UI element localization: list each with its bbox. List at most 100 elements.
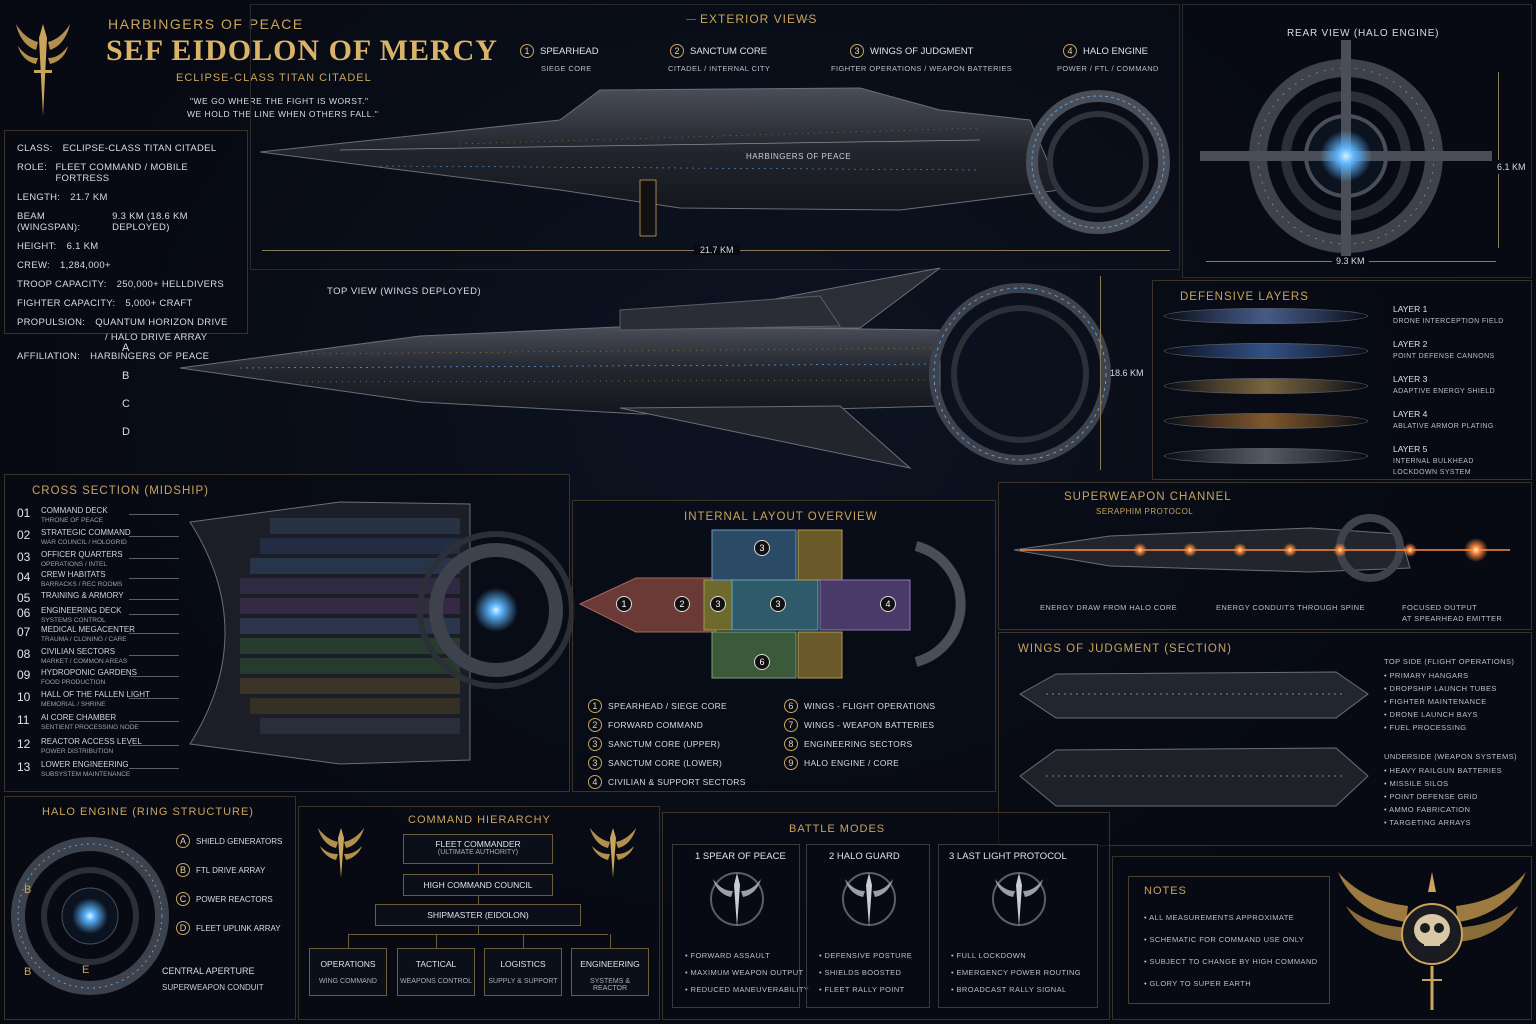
hull-inscription: HARBINGERS OF PEACE bbox=[746, 152, 852, 161]
halo-item-letter: C bbox=[176, 892, 190, 906]
defense-layer-desc: DRONE INTERCEPTION FIELD bbox=[1393, 318, 1504, 325]
spec-row: CREW:1,284,000+ bbox=[17, 260, 235, 271]
superweapon-caption-3a: FOCUSED OUTPUT bbox=[1402, 603, 1478, 612]
cross-item-title: HYDROPONIC GARDENS bbox=[41, 668, 138, 677]
spec-key: AFFILIATION: bbox=[17, 351, 81, 362]
section-number-badge: 2 bbox=[670, 44, 684, 58]
exterior-rule bbox=[686, 19, 696, 20]
cross-section-diagram bbox=[189, 501, 575, 765]
spec-value: 21.7 KM bbox=[70, 192, 108, 203]
spec-row: LENGTH: 21.7 KM bbox=[17, 192, 235, 203]
legend-label: CIVILIAN & SUPPORT SECTORS bbox=[608, 777, 746, 787]
cross-item-sub: MEMORIAL / SHRINE bbox=[41, 701, 106, 708]
section-desc: SIEGE CORE bbox=[541, 64, 592, 73]
wings-under-item: • POINT DEFENSE GRID bbox=[1384, 792, 1478, 801]
department-sub: WEAPONS CONTROL bbox=[400, 978, 472, 985]
wings-under-item: • HEAVY RAILGUN BATTERIES bbox=[1384, 766, 1503, 775]
spec-value: QUANTUM HORIZON DRIVE bbox=[95, 317, 228, 328]
legend-label: SANCTUM CORE (LOWER) bbox=[608, 758, 723, 768]
cross-leader-line bbox=[129, 745, 179, 746]
department-title: OPERATIONS bbox=[320, 959, 376, 969]
fleet-commander-box: FLEET COMMANDER (ULTIMATE AUTHORITY) bbox=[403, 834, 553, 864]
cross-item-number: 13 bbox=[17, 760, 31, 774]
cross-item-sub: WAR COUNCIL / HOLOGRID bbox=[41, 539, 127, 546]
cross-item-title: ENGINEERING DECK bbox=[41, 606, 122, 615]
cross-item-sub: BARRACKS / REC ROOMS bbox=[41, 581, 123, 588]
cross-item-number: 03 bbox=[17, 550, 31, 564]
ship-side-view bbox=[259, 87, 1170, 237]
battle-mode-item: • FLEET RALLY POINT bbox=[819, 985, 905, 994]
spec-key: LENGTH: bbox=[17, 192, 61, 203]
cross-item-number: 12 bbox=[17, 737, 31, 751]
rear-width-dimension: 9.3 KM bbox=[1332, 256, 1369, 266]
internal-layout-title: INTERNAL LAYOUT OVERVIEW bbox=[684, 511, 878, 523]
halo-item-label: POWER REACTORS bbox=[196, 895, 273, 904]
exterior-views-panel bbox=[250, 4, 1180, 270]
wings-title: WINGS OF JUDGMENT (SECTION) bbox=[1018, 643, 1232, 655]
cross-leader-line bbox=[129, 676, 179, 677]
wings-top-item: • DRONE LAUNCH BAYS bbox=[1384, 710, 1478, 719]
department-title: LOGISTICS bbox=[500, 959, 546, 969]
cross-item-title: COMMAND DECK bbox=[41, 506, 108, 515]
length-dimension: 21.7 KM bbox=[694, 245, 740, 255]
halo-ring-diagram bbox=[11, 837, 169, 995]
superweapon-caption-3b: AT SPEARHEAD EMITTER bbox=[1402, 614, 1503, 623]
section-name: WINGS OF JUDGMENT bbox=[870, 46, 974, 57]
dept-connector bbox=[348, 934, 349, 948]
department-sub: WING COMMAND bbox=[319, 978, 377, 985]
cross-item-sub: OPERATIONS / INTEL bbox=[41, 561, 107, 568]
spec-value: ECLIPSE-CLASS TITAN CITADEL bbox=[62, 143, 217, 154]
battle-mode-emblem-icon bbox=[710, 872, 764, 927]
cross-item-sub: SENTIENT PROCESSING NODE bbox=[41, 724, 139, 731]
legend-number: 1 bbox=[588, 699, 602, 713]
rear-height-dimension: 6.1 KM bbox=[1497, 160, 1526, 174]
department-sub: SUPPLY & SUPPORT bbox=[488, 978, 558, 985]
superweapon-subtitle: SERAPHIM PROTOCOL bbox=[1096, 507, 1194, 516]
halo-engine-title: HALO ENGINE (RING STRUCTURE) bbox=[42, 806, 254, 818]
span-dimension: 18.6 KM bbox=[1110, 368, 1144, 378]
defense-layer-desc: INTERNAL BULKHEAD bbox=[1393, 458, 1474, 465]
wings-diagram bbox=[1019, 671, 1369, 807]
cross-leader-line bbox=[129, 614, 179, 615]
header-quote-2: WE HOLD THE LINE WHEN OTHERS FALL." bbox=[187, 109, 379, 119]
wings-panel bbox=[998, 632, 1532, 846]
cross-leader-line bbox=[129, 578, 179, 579]
battle-mode-item: • FORWARD ASSAULT bbox=[685, 951, 771, 960]
spec-key: FIGHTER CAPACITY: bbox=[17, 298, 116, 309]
fleet-commander-sub: (ULTIMATE AUTHORITY) bbox=[437, 849, 519, 856]
spec-row: CLASS:ECLIPSE-CLASS TITAN CITADEL bbox=[17, 143, 235, 154]
cross-item-title: TRAINING & ARMORY bbox=[41, 591, 124, 600]
exterior-rule-2 bbox=[800, 19, 810, 20]
defense-layer-swatch bbox=[1164, 378, 1368, 394]
notes-panel bbox=[1128, 876, 1330, 1004]
cross-leader-line bbox=[129, 599, 179, 600]
section-desc: FIGHTER OPERATIONS / WEAPON BATTERIES bbox=[831, 64, 1013, 73]
top-view-marker: C bbox=[122, 398, 130, 410]
cross-item-number: 05 bbox=[17, 591, 31, 605]
halo-item-letter: A bbox=[176, 834, 190, 848]
command-emblem-right-icon bbox=[590, 828, 636, 878]
rear-view-title: REAR VIEW (HALO ENGINE) bbox=[1287, 28, 1440, 39]
cross-leader-line bbox=[129, 514, 179, 515]
cross-item-number: 06 bbox=[17, 606, 31, 620]
specs-list: CLASS:ECLIPSE-CLASS TITAN CITADEL ROLE:FL… bbox=[17, 143, 235, 362]
spec-row: ROLE:FLEET COMMAND / MOBILE FORTRESS bbox=[17, 162, 235, 184]
cross-item-number: 10 bbox=[17, 690, 31, 704]
battle-mode-emblem-icon bbox=[992, 872, 1046, 927]
cross-item-title: REACTOR ACCESS LEVEL bbox=[41, 737, 142, 746]
top-view-marker: D bbox=[122, 426, 130, 438]
superweapon-title: SUPERWEAPON CHANNEL bbox=[1064, 491, 1232, 503]
wings-under-item: • TARGETING ARRAYS bbox=[1384, 818, 1471, 827]
legend-number: 2 bbox=[588, 718, 602, 732]
spec-row: TROOP CAPACITY:250,000+ HELLDIVERS bbox=[17, 279, 235, 290]
cross-item-title: AI CORE CHAMBER bbox=[41, 713, 117, 722]
aperture-title: CENTRAL APERTURE bbox=[162, 966, 255, 976]
cross-item-sub: SUBSYSTEM MAINTENANCE bbox=[41, 771, 131, 778]
header-quote-1: "WE GO WHERE THE FIGHT IS WORST." bbox=[190, 96, 369, 106]
spec-value: HARBINGERS OF PEACE bbox=[90, 351, 210, 362]
cross-item-sub: TRAUMA / CLONING / CARE bbox=[41, 636, 127, 643]
cross-item-title: MEDICAL MEGACENTER bbox=[41, 625, 135, 634]
